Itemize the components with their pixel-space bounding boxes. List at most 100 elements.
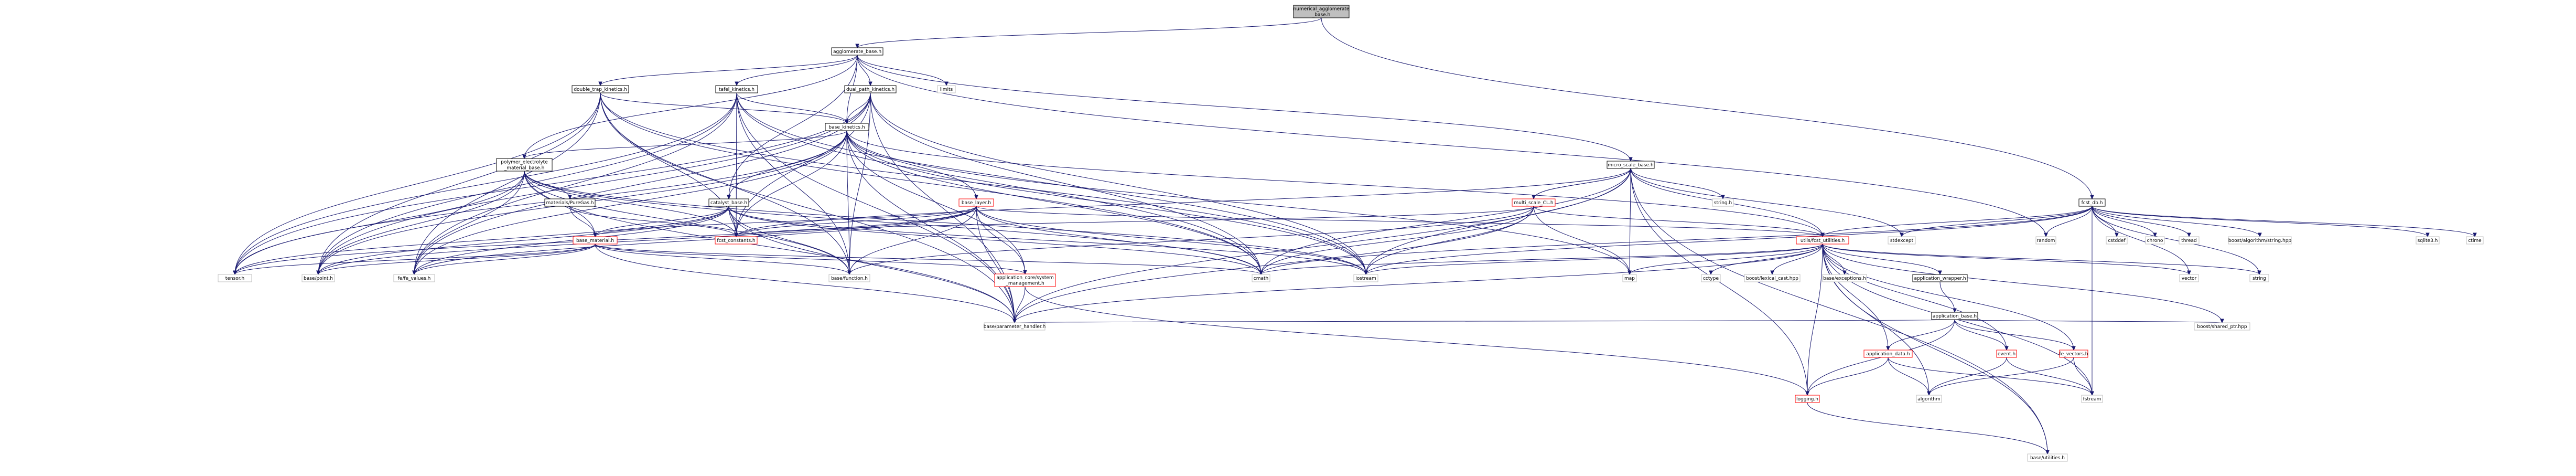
node-base-layer-h[interactable]: base_layer.h — [958, 198, 994, 207]
node-sqlite3-h[interactable]: sqlite3.h — [2416, 236, 2440, 245]
node-fstream[interactable]: fstream — [2081, 395, 2103, 403]
edge-agglom-to-catalyst — [728, 55, 858, 199]
arrowhead-fcst_db-to-boost_algo — [2258, 232, 2262, 238]
node-box — [2194, 322, 2250, 331]
edge-polymer-to-point — [318, 171, 525, 275]
node-label: limits — [940, 87, 953, 92]
edge-multi_scale-to-map — [1533, 206, 1630, 275]
node-label: dual_path_kinetics.h — [846, 87, 894, 92]
edge-tafel-to-fcst_constants — [736, 92, 737, 237]
node-label: base/point.h — [304, 276, 333, 281]
node-vector[interactable]: vector — [2179, 274, 2199, 282]
node-application-core-system-management-h[interactable]: application_core/system_management.h — [994, 273, 1056, 287]
arrowhead-fcst_utilities-to-iostream — [1364, 270, 1368, 276]
node-box — [1512, 198, 1556, 207]
node-label: chrono — [2147, 238, 2163, 244]
edge-tafel-to-cmath — [736, 92, 1262, 275]
node-random[interactable]: random — [2035, 236, 2056, 245]
node-application-base-h[interactable]: application_base.h — [1931, 312, 1978, 320]
node-box — [301, 274, 335, 282]
node-application-data-h[interactable]: application_data.h — [1863, 350, 1913, 358]
edge-fcst_utilities-to-utilities — [1822, 244, 2048, 454]
node-agglomerate-base-h[interactable]: agglomerate_base.h — [831, 47, 883, 56]
arrowhead-base_material-to-fe_values — [412, 270, 416, 276]
node-cmath[interactable]: cmath — [1252, 274, 1270, 282]
node-box — [1353, 274, 1378, 282]
edge-tafel-to-base_kinetics — [736, 92, 847, 124]
node-thread[interactable]: thread — [2179, 236, 2200, 245]
edge-dual_path-to-fcst_constants — [736, 92, 871, 237]
node-base-utilities-h[interactable]: base/utilities.h — [2027, 453, 2068, 462]
node-stdexcept[interactable]: stdexcept — [1888, 236, 1916, 245]
node-numerical-agglomerate-base-h[interactable]: numerical_agglomerate_base.h — [1293, 5, 1350, 18]
node-box — [2228, 236, 2292, 245]
node-event-h[interactable]: event.h — [1996, 350, 2017, 358]
node-micro-scale-base-h[interactable]: micro_scale_base.h — [1607, 161, 1655, 169]
node-materials-puregas-h[interactable]: materials/PureGas.h — [544, 198, 596, 207]
edge-app_system-to-logging — [1025, 286, 1808, 396]
node-box — [994, 273, 1056, 287]
node-ctime[interactable]: ctime — [2466, 236, 2484, 245]
node-label: vector — [2182, 276, 2197, 281]
node-box — [2249, 274, 2269, 282]
node-double-trap-kinetics-h[interactable]: double_trap_kinetics.h — [572, 85, 629, 93]
node-chrono[interactable]: chrono — [2145, 236, 2165, 245]
node-dual-path-kinetics-h[interactable]: dual_path_kinetics.h — [844, 85, 897, 93]
edge-polymer-to-tensor — [234, 171, 525, 275]
node-label: double_trap_kinetics.h — [574, 87, 627, 92]
arrowhead-fcst_db-to-random — [2044, 232, 2048, 238]
edge-app_data-to-algorithm — [1888, 357, 1930, 396]
node-catalyst-base-h[interactable]: catalyst_base.h — [708, 198, 749, 207]
node-boost-lexical-cast-hpp[interactable]: boost/lexical_cast.hpp — [1744, 274, 1801, 282]
node-tensor-h[interactable]: tensor.h — [218, 274, 252, 282]
node-boost-shared-ptr-hpp[interactable]: boost/shared_ptr.hpp — [2194, 322, 2250, 331]
node-multi-scale-cl-h[interactable]: multi_scale_CL.h — [1512, 198, 1556, 207]
node-base-point-h[interactable]: base/point.h — [301, 274, 335, 282]
edge-double_trap-to-tensor — [234, 92, 601, 275]
node-fe-vectors-h[interactable]: fe_vectors.h — [2059, 350, 2088, 358]
node-tafel-kinetics-h[interactable]: tafel_kinetics.h — [715, 85, 758, 93]
node-label: tafel_kinetics.h — [719, 87, 755, 92]
node-cstddef[interactable]: cstddef — [2106, 236, 2128, 245]
arrowhead-fcst_db-to-sqlite — [2426, 232, 2430, 238]
edge-base_kinetics-to-catalyst — [728, 130, 847, 199]
node-base-exceptions-h[interactable]: base/exceptions.h — [1822, 274, 1867, 282]
node-map[interactable]: map — [1622, 274, 1637, 282]
node-cctype[interactable]: cctype — [1701, 274, 1721, 282]
node-fe-fe-values-h[interactable]: fe/fe_values.h — [393, 274, 435, 282]
node-logging-h[interactable]: logging.h — [1795, 395, 1820, 403]
node-fcst-db-h[interactable]: fcst_db.h — [2078, 198, 2106, 207]
edge-base_layer-to-app_system — [976, 206, 1026, 274]
node-base-material-h[interactable]: base_material.h — [573, 236, 618, 245]
node-string[interactable]: string — [2249, 274, 2269, 282]
node-box — [2035, 236, 2056, 245]
node-base-function-h[interactable]: base/function.h — [828, 274, 870, 282]
node-box — [393, 274, 435, 282]
node-label: map — [1624, 276, 1635, 281]
node-box — [2466, 236, 2484, 245]
node-box — [218, 274, 252, 282]
edge-fcst_db-to-random — [2045, 206, 2093, 237]
node-polymer-electrolyte-material-base-h[interactable]: polymer_electrolyte_material_base.h — [496, 158, 553, 172]
node-label: string.h — [1714, 200, 1732, 206]
edge-base_layer-to-iostream — [976, 206, 1366, 275]
arrowhead-fcst_db-to-stdexcept — [1900, 232, 1904, 238]
node-label: sqlite3.h — [2418, 238, 2438, 244]
node-algorithm[interactable]: algorithm — [1916, 395, 1942, 403]
node-utils-fcst-utilities-h[interactable]: utils/fcst_utilities.h — [1796, 236, 1849, 245]
edge-fcst_db-to-cmath — [1260, 206, 2093, 275]
node-application-wrapper-h[interactable]: application_wrapper.h — [1912, 274, 1968, 282]
node-limits[interactable]: limits — [937, 85, 956, 93]
node-string-h[interactable]: string.h — [1712, 198, 1734, 207]
edge-catalyst-to-iostream — [728, 206, 1366, 275]
edge-fcst_utilities-to-map — [1629, 244, 1823, 275]
node-fcst-constants-h[interactable]: fcst_constants.h — [715, 236, 758, 245]
node-label: multi_scale_CL.h — [1514, 200, 1553, 206]
node-base-kinetics-h[interactable]: base_kinetics.h — [825, 123, 869, 131]
node-boost-algorithm-string-hpp[interactable]: boost/algorithm/string.hpp — [2228, 236, 2292, 245]
edge-fcst_utilities-to-boost_shared — [1822, 244, 2223, 323]
node-iostream[interactable]: iostream — [1353, 274, 1378, 282]
node-base-parameter-handler-h[interactable]: base/parameter_handler.h — [984, 322, 1046, 331]
edge-base_kinetics-to-base_layer — [846, 130, 977, 199]
edge-polymer-to-fcst_constants — [524, 171, 737, 237]
